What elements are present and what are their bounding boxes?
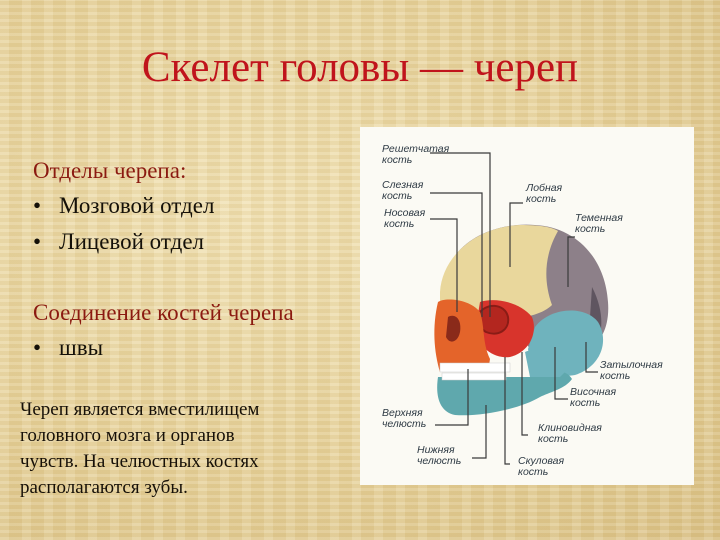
section-heading-skull-parts: Отделы черепа: (33, 158, 187, 183)
bullet-text: Мозговой отдел (59, 193, 215, 218)
paragraph-line: головного мозга и органов (20, 425, 235, 446)
nasal-cavity-shape (446, 315, 461, 342)
bullet-icon: • (33, 229, 42, 254)
bullet-text: Лицевой отдел (59, 229, 205, 254)
section-heading-bone-joints: Соединение костей черепа (33, 300, 294, 325)
paragraph-line: чувств. На челюстных костях (20, 451, 259, 472)
bullet-text: швы (59, 335, 104, 360)
frontal-bone-shape (440, 225, 558, 319)
description-paragraph: Череп является вместилищем головного моз… (20, 397, 350, 501)
skull-illustration (430, 152, 609, 465)
ramus-shape (525, 350, 570, 377)
bullet-icon: • (33, 193, 42, 218)
bullet-item-cranial: • Мозговой отдел (33, 192, 214, 220)
upper-teeth (439, 362, 511, 373)
bullet-item-sutures: • швы (33, 334, 103, 362)
leader-lines (430, 152, 598, 465)
bullet-icon: • (33, 335, 42, 360)
bullet-item-facial: • Лицевой отдел (33, 228, 204, 256)
paragraph-line: Череп является вместилищем (20, 399, 260, 420)
slide-title: Скелет головы — череп (141, 44, 579, 91)
lower-teeth (441, 372, 507, 381)
paragraph-line: располагаются зубы. (20, 477, 188, 498)
